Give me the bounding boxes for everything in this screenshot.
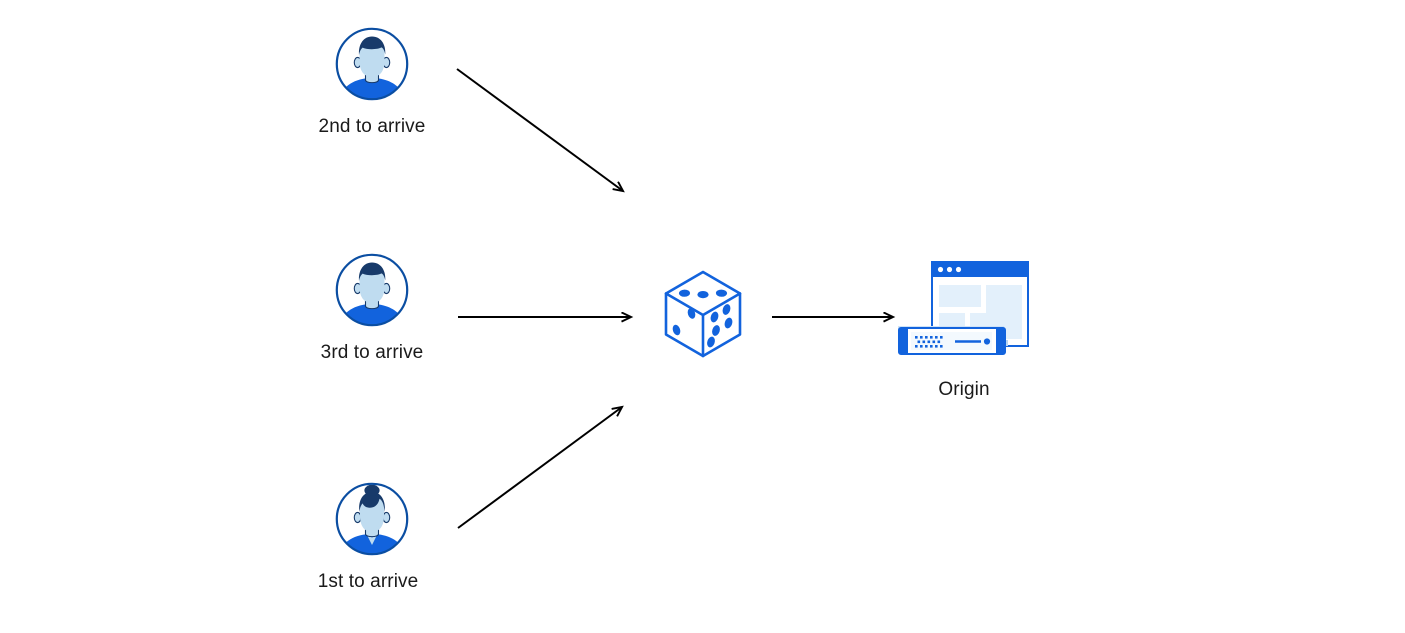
client-avatar-3rd[interactable] (334, 252, 410, 328)
dice-randomizer[interactable] (660, 268, 746, 365)
dice-icon (664, 270, 742, 358)
user-avatar-icon (335, 482, 409, 556)
client-avatar-2nd[interactable] (334, 26, 410, 102)
client-label-2nd: 2nd to arrive (318, 116, 426, 137)
browser-dots-icon (937, 266, 962, 273)
user-avatar-icon (335, 253, 409, 327)
client-avatar-1st[interactable] (334, 481, 410, 557)
client-label-1st: 1st to arrive (317, 571, 419, 592)
arrow-2nd-to-dice (456, 68, 623, 191)
origin-node[interactable] (893, 256, 1038, 371)
origin-label: Origin (938, 379, 990, 400)
origin-server-icon (898, 261, 1029, 355)
user-avatar-icon (335, 27, 409, 101)
vent-dots-icon (915, 336, 943, 348)
client-label-3rd: 3rd to arrive (320, 342, 424, 363)
arrow-1st-to-dice (457, 407, 622, 529)
